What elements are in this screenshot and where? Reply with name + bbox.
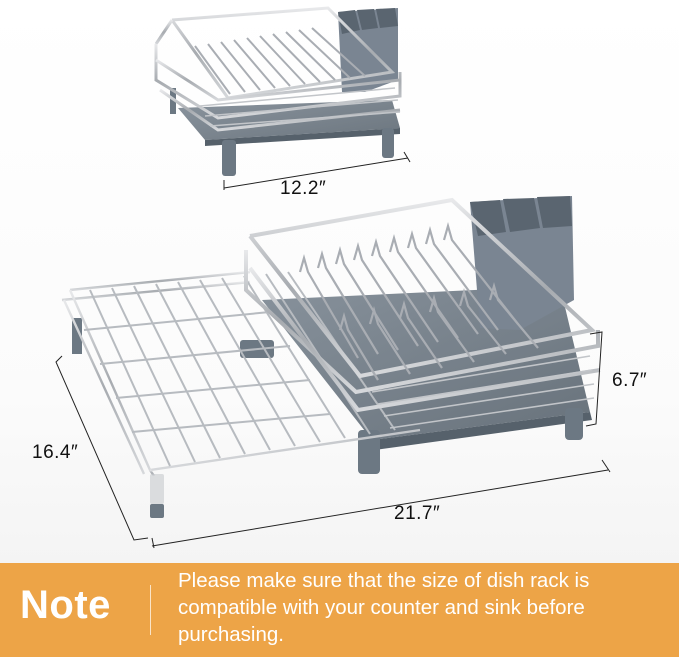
dish-rack-illustration (55, 6, 611, 549)
note-text: Please make sure that the size of dish r… (178, 569, 590, 646)
compact-rack (154, 6, 402, 176)
product-image-area: 12.2″ 6.7″ 16.4″ 21.7″ (0, 0, 679, 568)
note-title: Note (20, 583, 111, 627)
compact-width-label: 12.2″ (280, 178, 327, 199)
compact-width-dimension-line (223, 151, 411, 190)
extended-rack (61, 196, 601, 518)
extended-dimension-lines (55, 331, 611, 549)
height-label: 6.7″ (612, 370, 648, 391)
note-banner: Note Please make sure that the size of d… (0, 563, 679, 657)
depth-label: 16.4″ (32, 442, 79, 463)
note-divider (150, 585, 151, 635)
extended-width-label: 21.7″ (394, 503, 441, 524)
